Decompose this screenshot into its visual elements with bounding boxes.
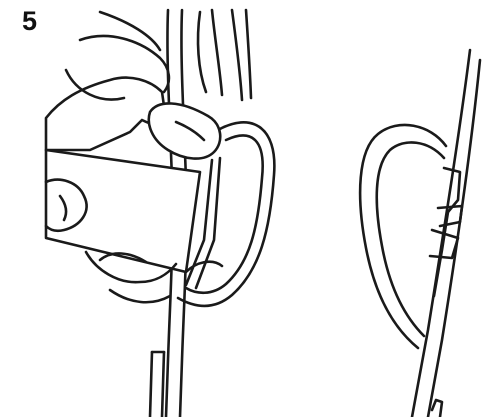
carabiner-right (360, 125, 446, 348)
lower-hand (46, 150, 222, 302)
right-scene (360, 50, 480, 417)
upper-hand (46, 12, 220, 159)
left-scene (46, 10, 274, 417)
